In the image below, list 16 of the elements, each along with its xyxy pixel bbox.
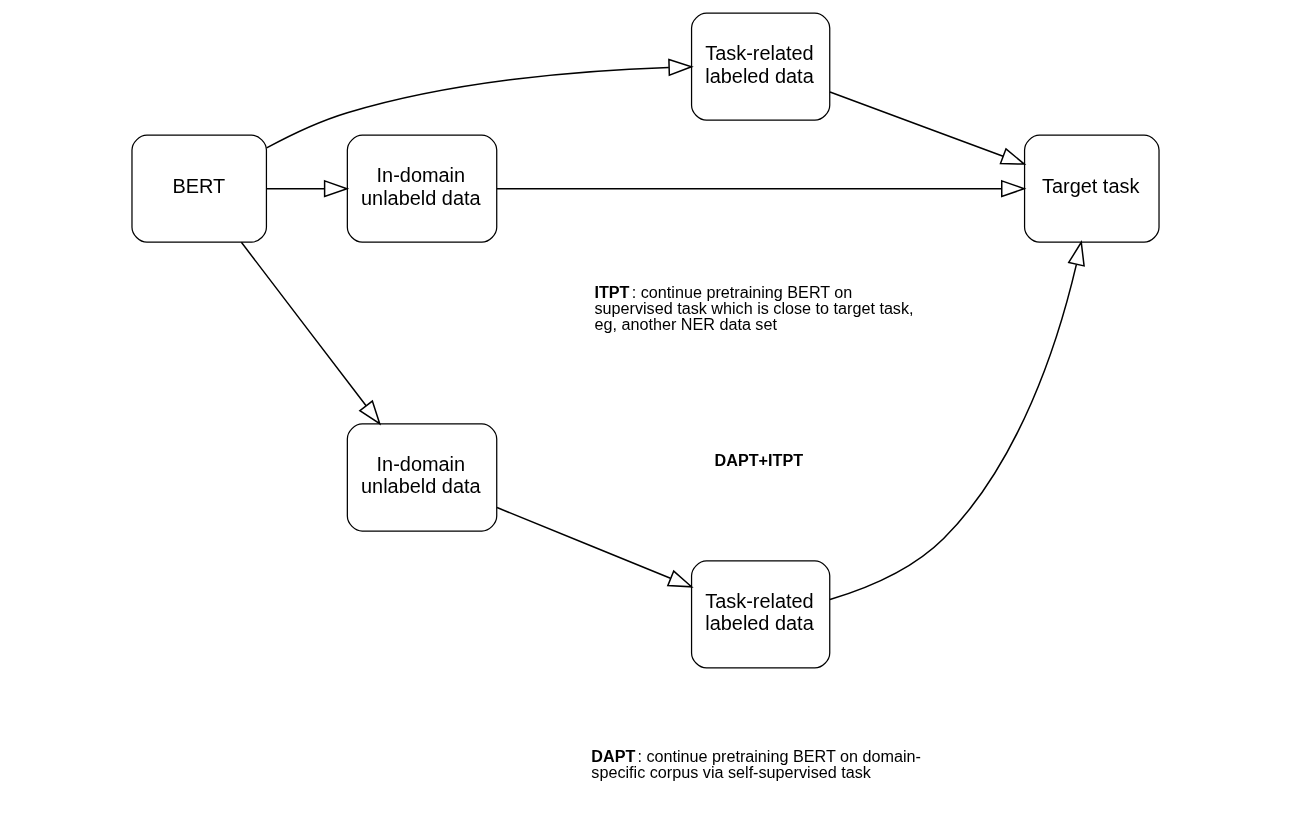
node-box: Task-related labeled data (690, 12, 830, 121)
label: DAPT: continue pretraining BERT on domain-specific corpus via self-supervised task (590, 746, 921, 782)
label: DAPT+ITPT (714, 450, 803, 469)
node-box: In-domain unlabeld data (346, 134, 497, 243)
node-box: In-domain unlabeld data (346, 423, 497, 532)
arrow (495, 179, 1026, 198)
node-box: Task-related labeled data (690, 560, 830, 669)
node-box: BERT (130, 134, 267, 243)
arrow (265, 58, 694, 149)
arrow (495, 506, 694, 588)
arrow (828, 240, 1085, 601)
node-box: Target task (1023, 134, 1160, 243)
label: ITPT: continue pretraining BERT on supervised task which is close to target task, eg, another NER data set (593, 283, 914, 334)
arrow (240, 241, 381, 426)
arrow (265, 179, 349, 198)
arrow (828, 91, 1026, 165)
